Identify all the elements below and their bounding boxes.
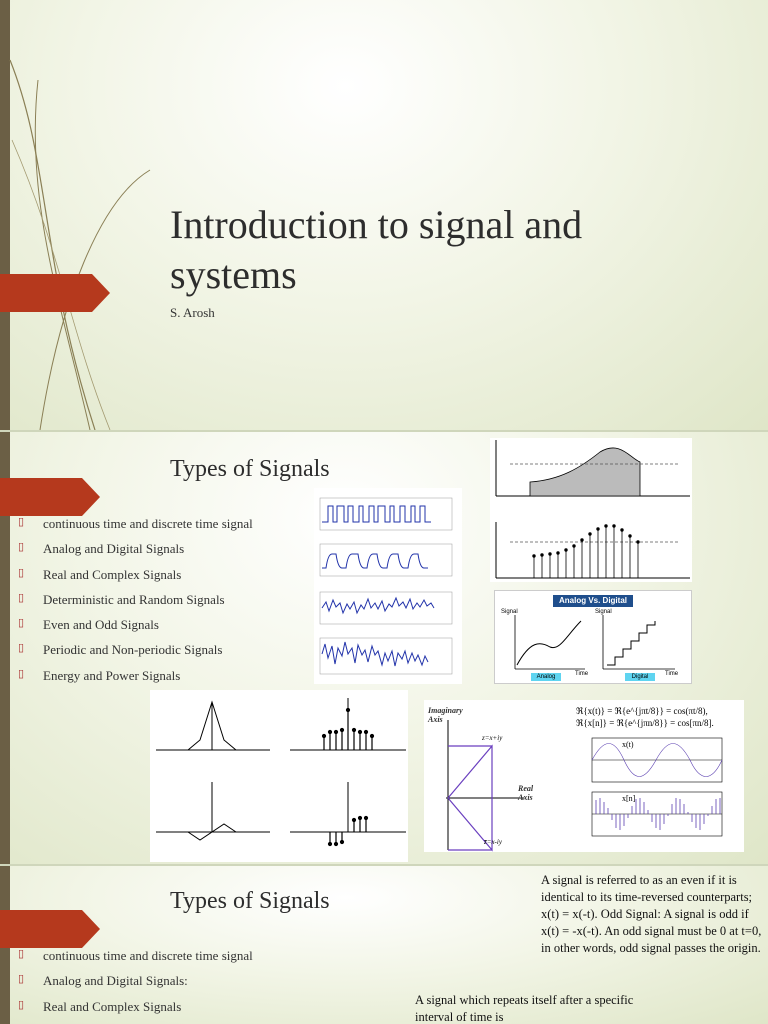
bullet-icon: ▯ <box>18 617 25 630</box>
time-label: Time <box>665 671 679 677</box>
digital-tag: Digital <box>625 673 655 681</box>
bullet-icon: ▯ <box>18 973 25 986</box>
slide-3: Types of Signals ▯continuous time and di… <box>0 866 768 1024</box>
bullet-icon: ▯ <box>18 566 25 579</box>
list-item: ▯continuous time and discrete time signa… <box>18 516 253 531</box>
continuous-discrete-figure <box>490 438 692 582</box>
left-bar <box>0 432 10 864</box>
title-accent-tab <box>0 274 110 312</box>
real-axis-label: Real Axis <box>518 784 534 802</box>
equation-2: ℜ{x[n]} = ℜ{e^{jπn/8}} = cos[πn/8]. <box>576 718 714 728</box>
z-plus-label: z=x+iy <box>482 734 503 742</box>
signal-types-list: ▯continuous time and discrete time signa… <box>18 516 253 693</box>
list-item: ▯Periodic and Non-periodic Signals <box>18 642 223 658</box>
slide-title: Types of Signals <box>170 888 330 914</box>
slide-1: Introduction to signal and systems S. Ar… <box>0 0 768 430</box>
title-accent-tab <box>0 910 100 948</box>
bullet-icon: ▯ <box>18 667 25 680</box>
bullet-icon: ▯ <box>18 591 25 604</box>
equation-1: ℜ{x(t)} = ℜ{e^{jπt/8}} = cos(πt/8), <box>576 706 708 716</box>
list-item: ▯Analog and Digital Signals <box>18 541 185 557</box>
signal-label: Signal <box>595 609 612 615</box>
decorative-swirl <box>9 59 151 430</box>
bullet-icon: ▯ <box>18 516 25 528</box>
xn-label: x[n] <box>622 794 636 803</box>
list-item: ▯Deterministic and Random Signals <box>18 591 225 607</box>
xt-label: x(t) <box>622 740 634 749</box>
bullet-icon: ▯ <box>18 948 25 960</box>
slide-title: Introduction to signal and systems <box>170 202 583 297</box>
analog-vs-digital-figure: Analog Vs. Digital Signal Signal Time Ti… <box>494 590 692 684</box>
slide-title: Types of Signals <box>170 456 330 482</box>
slide-separator <box>0 430 768 432</box>
author: S. Arosh <box>170 305 215 320</box>
slide-separator <box>0 864 768 866</box>
list-item: ▯Energy and Power Signals <box>18 667 181 683</box>
complex-signal-figure: Imaginary Axis Real Axis z=x+iy z̄=x-iy … <box>424 700 744 852</box>
imaginary-axis-label: Imaginary Axis <box>428 706 463 724</box>
list-item: ▯Real and Complex Signals <box>18 998 182 1014</box>
even-odd-figure <box>150 690 408 862</box>
list-item: ▯Even and Odd Signals <box>18 617 159 633</box>
random-signals-figure <box>314 488 462 684</box>
z-minus-label: z̄=x-iy <box>484 838 502 846</box>
left-bar <box>0 0 10 430</box>
signal-types-list: ▯continuous time and discrete time signa… <box>18 948 253 1024</box>
bullet-icon: ▯ <box>18 998 25 1011</box>
list-item: ▯Analog and Digital Signals: <box>18 973 188 989</box>
time-label: Time <box>575 671 589 677</box>
bullet-icon: ▯ <box>18 541 25 554</box>
title-accent-tab <box>0 478 100 516</box>
periodic-description: A signal which repeats itself after a sp… <box>415 993 634 1024</box>
signal-label: Signal <box>501 609 518 615</box>
analog-digital-title: Analog Vs. Digital <box>553 595 633 607</box>
bullet-icon: ▯ <box>18 642 25 655</box>
analog-tag: Analog <box>531 673 561 681</box>
list-item: ▯Real and Complex Signals <box>18 566 182 582</box>
slide-2: Types of Signals ▯continuous time and di… <box>0 432 768 864</box>
even-odd-description: A signal is referred to as an even if it… <box>541 873 762 955</box>
list-item: ▯continuous time and discrete time signa… <box>18 948 253 963</box>
